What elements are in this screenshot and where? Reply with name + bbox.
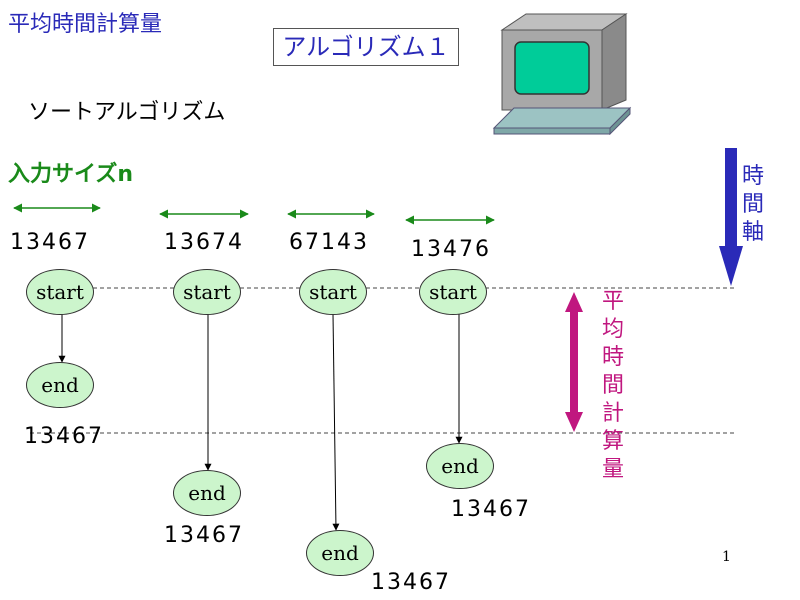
input-value-3: 67143	[289, 230, 369, 255]
start-node-1: start	[26, 269, 94, 315]
start-node-2: start	[173, 269, 241, 315]
input-value-2: 13674	[164, 230, 244, 255]
output-value-4: 13467	[451, 497, 531, 522]
start-node-4: start	[419, 269, 487, 315]
start-node-3: start	[299, 269, 367, 315]
page-number: 1	[722, 549, 731, 565]
output-value-3: 13467	[371, 570, 451, 595]
computer-monitor-icon	[492, 13, 632, 135]
input-value-1: 13467	[10, 230, 90, 255]
output-value-1: 13467	[24, 424, 104, 449]
time-axis-arrow	[719, 148, 743, 286]
input-size-label: 入力サイズn	[8, 162, 134, 187]
end-node-4: end	[426, 443, 494, 489]
time-axis-label: 時間軸	[741, 164, 764, 245]
end-node-2: end	[173, 470, 241, 516]
average-time-label: 平均時間計算量	[601, 289, 624, 482]
page-title: 平均時間計算量	[8, 12, 163, 37]
end-node-1: end	[26, 362, 94, 408]
input-value-4: 13476	[411, 237, 491, 262]
algorithm-label-box: アルゴリズム１	[273, 28, 459, 66]
run-connector-3	[332, 313, 340, 531]
average-time-arrow	[565, 292, 583, 432]
subtitle: ソートアルゴリズム	[28, 100, 226, 125]
end-node-3: end	[306, 530, 374, 576]
output-value-2: 13467	[164, 523, 244, 548]
